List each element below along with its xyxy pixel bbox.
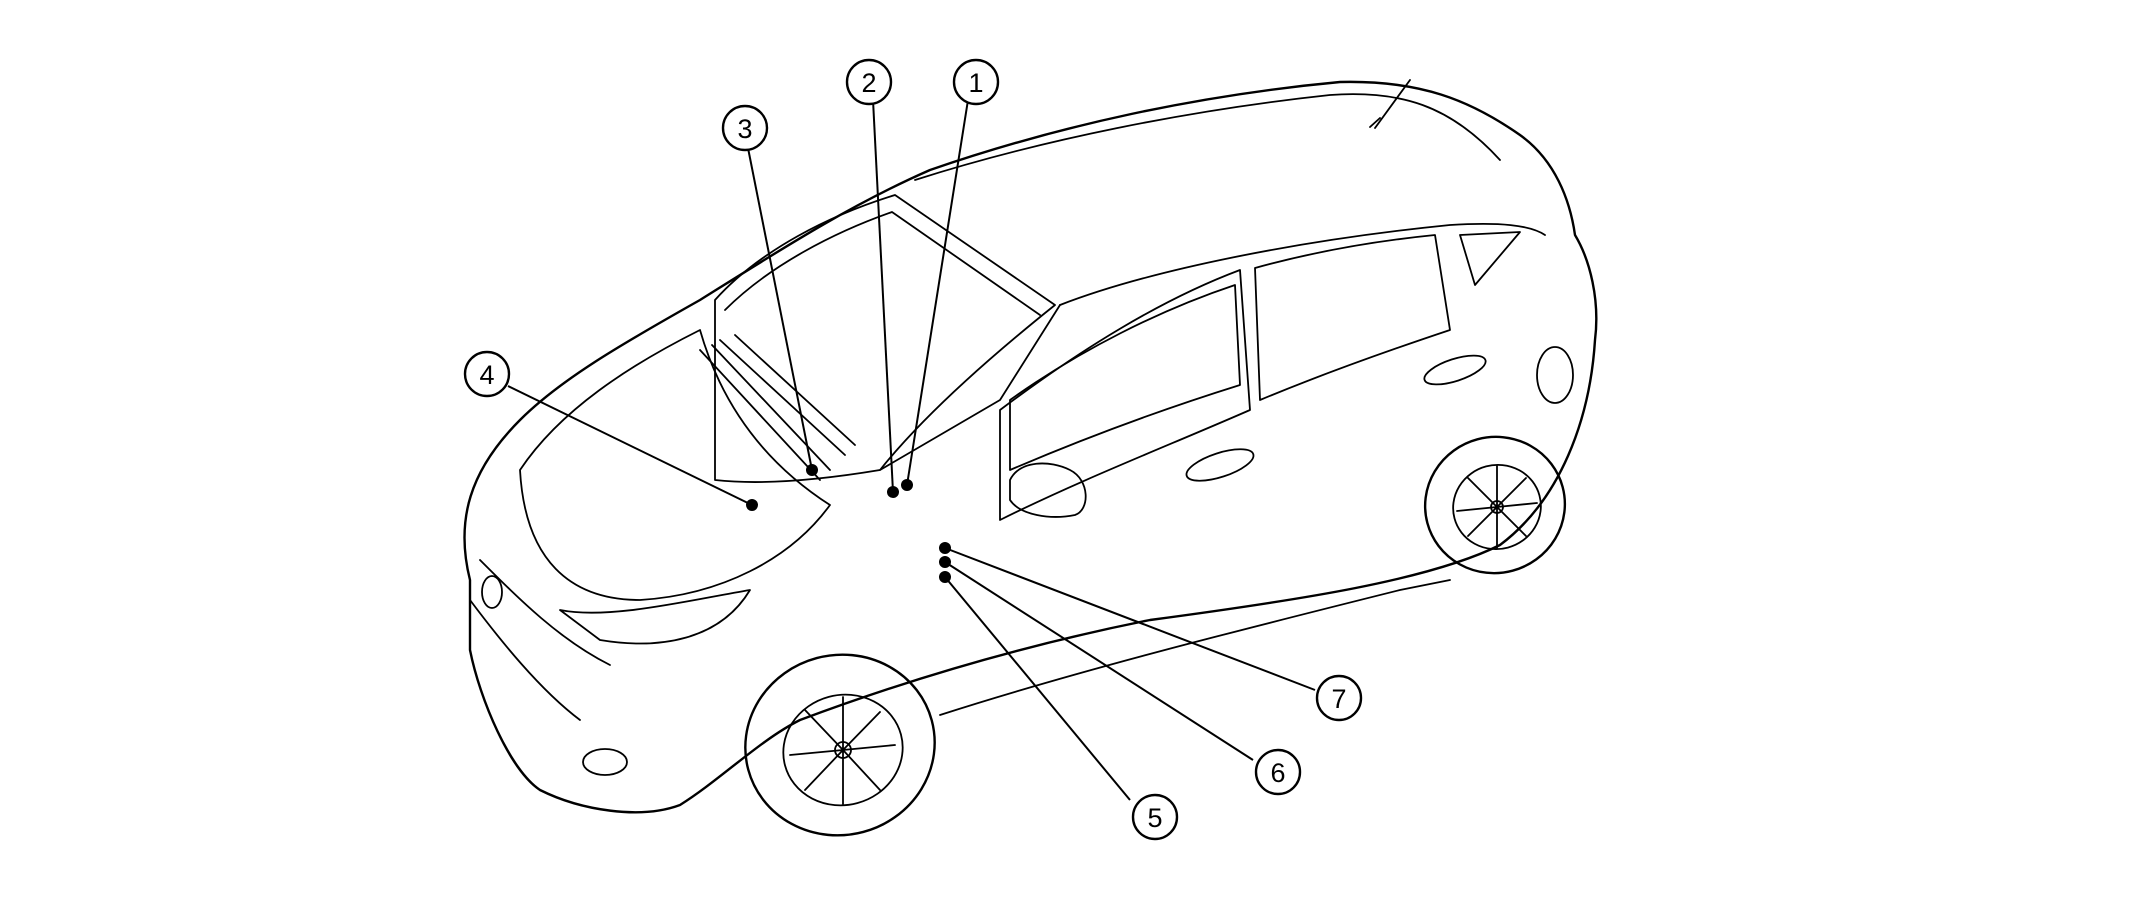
location-dot-2 (887, 486, 899, 498)
front-door-window (1009, 284, 1241, 471)
leader-lines (507, 99, 1316, 801)
callout-2-text: 2 (861, 68, 876, 98)
callout-5: 5 (1131, 793, 1179, 841)
leader-line-3 (747, 147, 813, 471)
windshield (714, 194, 1056, 483)
rear-quarter-window (1459, 231, 1521, 286)
rear-door-handle (1423, 354, 1487, 386)
rocker-panel (939, 579, 1451, 716)
front-emblem (481, 575, 503, 609)
side-mirror (1009, 462, 1087, 518)
location-dot-6 (939, 556, 951, 568)
leader-line-2 (872, 99, 894, 493)
location-dot-5 (939, 571, 951, 583)
callout-6-text: 6 (1270, 758, 1285, 788)
front-door-handle (1185, 448, 1255, 482)
leader-line-5 (944, 576, 1131, 801)
callout-5-text: 5 (1147, 803, 1162, 833)
location-dot-3 (806, 464, 818, 476)
wiper-right (719, 334, 856, 456)
front-wheel (744, 653, 936, 837)
rear-wheel (1423, 435, 1567, 575)
body-outline (463, 80, 1598, 814)
callout-6: 6 (1254, 748, 1302, 796)
callout-1-text: 1 (968, 68, 983, 98)
location-dot-4 (746, 499, 758, 511)
callout-7-text: 7 (1331, 684, 1346, 714)
front-grille (469, 559, 611, 721)
callout-3: 3 (721, 104, 769, 152)
leader-line-6 (944, 561, 1254, 761)
location-markers (746, 464, 951, 583)
windshield-inner (724, 211, 1041, 316)
rear-door (1254, 234, 1451, 401)
leader-line-7 (944, 547, 1316, 691)
callout-1: 1 (952, 58, 1000, 106)
callout-3-text: 3 (737, 114, 752, 144)
roof-antenna (1369, 79, 1411, 129)
callout-4-text: 4 (479, 360, 494, 390)
location-dot-7 (939, 542, 951, 554)
leader-line-1 (906, 99, 969, 486)
fog-lamp (582, 748, 628, 776)
location-dot-1 (901, 479, 913, 491)
fuel-door (1536, 346, 1574, 404)
callout-2: 2 (845, 58, 893, 106)
wiper-left (699, 344, 831, 481)
callout-7: 7 (1315, 674, 1363, 722)
headlamp (559, 589, 751, 645)
a-pillar (879, 304, 1061, 471)
leader-line-4 (507, 385, 753, 506)
roof-line (914, 93, 1501, 181)
front-door (999, 269, 1251, 521)
hood (519, 329, 831, 601)
callout-4: 4 (463, 350, 511, 398)
vehicle-illustration (463, 79, 1598, 837)
roof-rear-edge (1059, 223, 1546, 306)
callout-labels: 1 2 3 4 5 6 7 (463, 58, 1363, 841)
